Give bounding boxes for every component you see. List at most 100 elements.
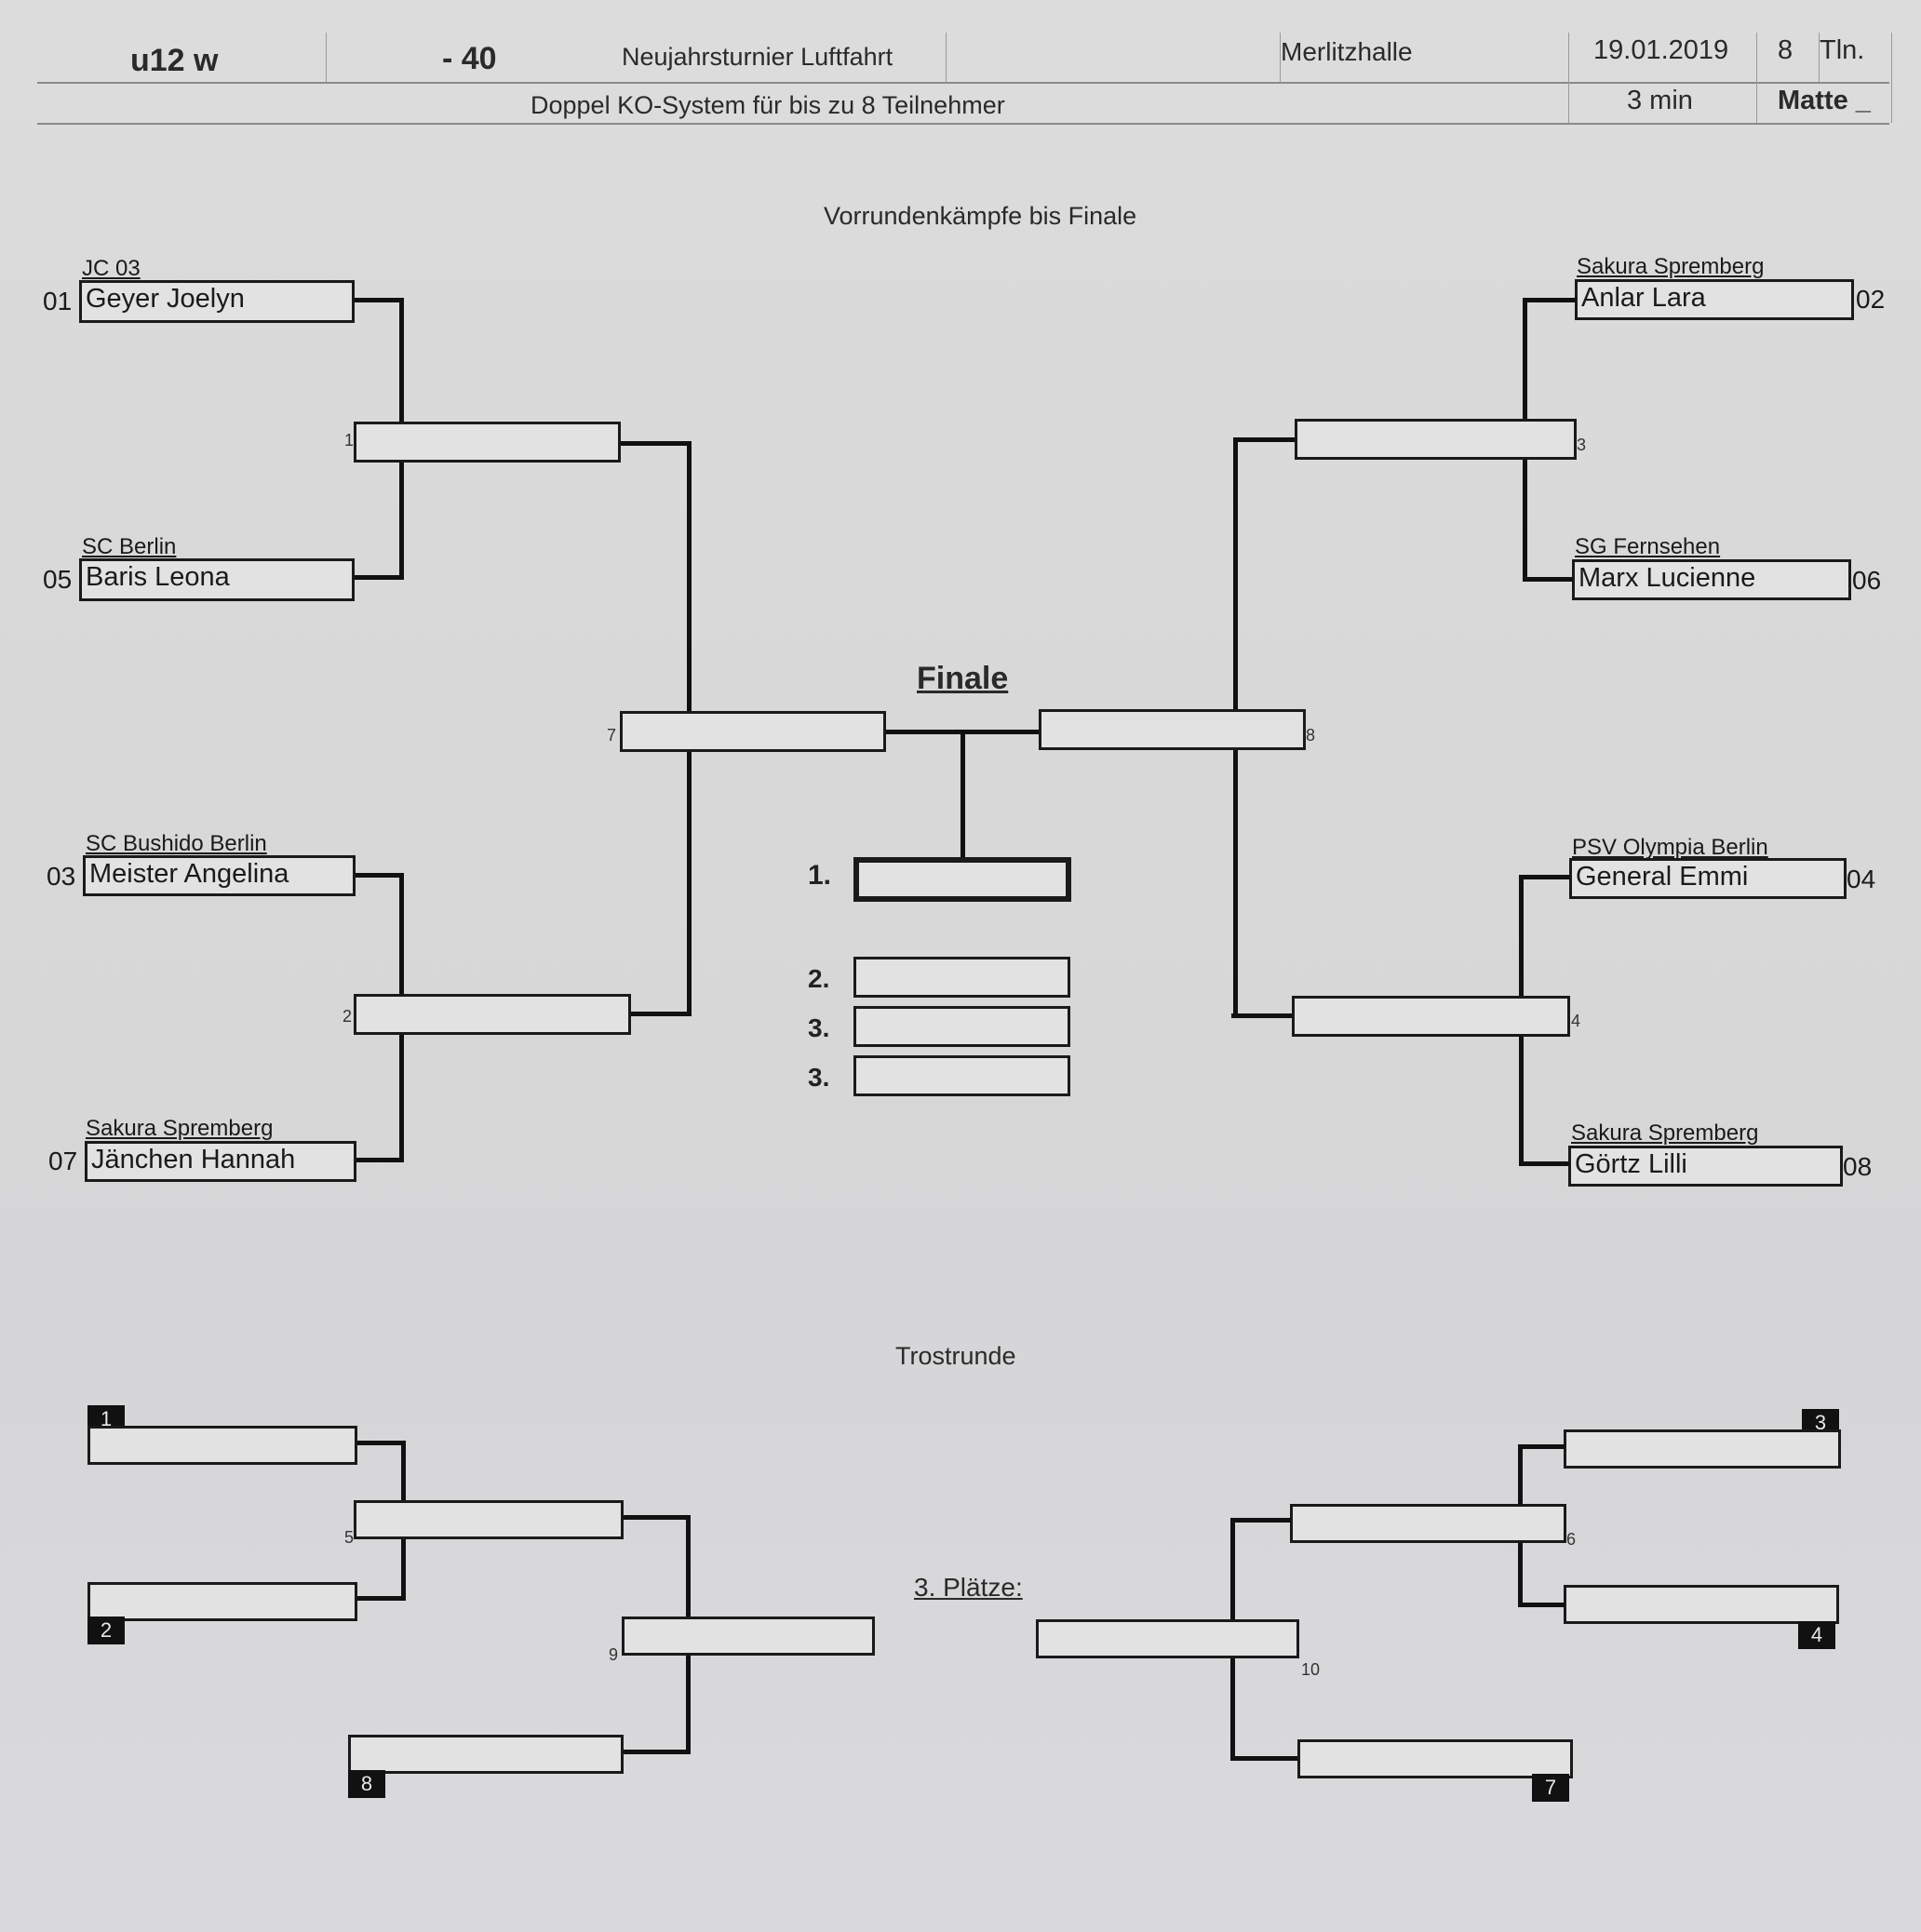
bracket-line bbox=[1518, 1444, 1565, 1449]
match-number: 9 bbox=[609, 1645, 619, 1664]
competitor-seed: 05 bbox=[43, 565, 73, 594]
weight-class: - 40 bbox=[442, 41, 497, 76]
competitor-seed: 02 bbox=[1856, 285, 1886, 314]
loser-badge: 2 bbox=[87, 1617, 125, 1644]
first-place-slot[interactable] bbox=[853, 857, 1071, 902]
competitor-club: Sakura Spremberg bbox=[1577, 254, 1765, 279]
competitor-club: SG Fernsehen bbox=[1575, 534, 1721, 559]
placing-label: 1. bbox=[808, 860, 832, 891]
date: 19.01.2019 bbox=[1593, 35, 1729, 65]
match-number: 7 bbox=[607, 726, 617, 745]
header-divider bbox=[1568, 33, 1569, 123]
second-place-slot[interactable] bbox=[853, 957, 1070, 998]
bracket-line bbox=[1523, 298, 1576, 302]
repechage-slot[interactable] bbox=[1564, 1585, 1839, 1624]
competitor-club: Sakura Spremberg bbox=[1571, 1120, 1759, 1146]
participants-label: Tln. bbox=[1820, 35, 1865, 65]
final-title: Finale bbox=[917, 661, 1009, 696]
repechage-slot[interactable] bbox=[87, 1426, 357, 1465]
competitor-seed: 07 bbox=[48, 1147, 78, 1175]
match-number: 4 bbox=[1571, 1012, 1581, 1030]
match-6-winner-slot[interactable] bbox=[1290, 1504, 1566, 1543]
match-7-winner-slot[interactable] bbox=[620, 711, 886, 752]
competitor-slot[interactable]: Baris Leona bbox=[79, 558, 355, 601]
match-number: 1 bbox=[344, 431, 355, 449]
match-9-winner-slot[interactable] bbox=[622, 1617, 875, 1656]
match-number: 3 bbox=[1577, 436, 1587, 454]
bracket-line bbox=[1236, 437, 1295, 442]
bracket-line bbox=[355, 575, 403, 580]
age-class: u12 w bbox=[130, 43, 219, 78]
match-10-winner-slot[interactable] bbox=[1036, 1619, 1299, 1658]
match-4-winner-slot[interactable] bbox=[1292, 996, 1570, 1037]
third-place-slot[interactable] bbox=[853, 1006, 1070, 1047]
competitor-seed: 03 bbox=[47, 862, 76, 891]
bracket-line bbox=[624, 1515, 691, 1520]
competitor-slot[interactable]: General Emmi bbox=[1569, 858, 1847, 899]
header-divider bbox=[1756, 33, 1757, 123]
competitor-club: SC Berlin bbox=[82, 534, 177, 559]
loser-badge: 4 bbox=[1798, 1621, 1835, 1649]
match-1-winner-slot[interactable] bbox=[354, 422, 621, 463]
competitor-slot[interactable]: Anlar Lara bbox=[1575, 279, 1854, 320]
main-bracket-title: Vorrundenkämpfe bis Finale bbox=[824, 202, 1137, 230]
bracket-line bbox=[960, 730, 965, 860]
competitor-slot[interactable]: Görtz Lilli bbox=[1568, 1146, 1843, 1187]
repechage-slot[interactable] bbox=[1564, 1429, 1841, 1469]
match-2-winner-slot[interactable] bbox=[354, 994, 631, 1035]
competitor-seed: 04 bbox=[1847, 865, 1876, 893]
venue: Merlitzhalle bbox=[1281, 37, 1413, 66]
header-rule-top bbox=[37, 82, 1889, 84]
bracket-line bbox=[1230, 1756, 1297, 1761]
mat-number: Matte _ bbox=[1778, 86, 1871, 115]
third-place-slot[interactable] bbox=[853, 1055, 1070, 1096]
competitor-slot[interactable]: Geyer Joelyn bbox=[79, 280, 355, 323]
match-number: 2 bbox=[343, 1007, 353, 1026]
repechage-slot[interactable] bbox=[348, 1735, 624, 1774]
tournament-name: Neujahrsturnier Luftfahrt bbox=[622, 43, 893, 71]
bracket-line bbox=[1519, 875, 1570, 879]
participants-count: 8 bbox=[1778, 35, 1793, 65]
bracket-line bbox=[1519, 1161, 1569, 1166]
match-8-winner-slot[interactable] bbox=[1039, 709, 1306, 750]
header-divider bbox=[946, 33, 947, 82]
match-number: 6 bbox=[1566, 1530, 1577, 1549]
repechage-slot[interactable] bbox=[1297, 1739, 1573, 1778]
bracket-line bbox=[356, 873, 404, 878]
bracket-line bbox=[1231, 1013, 1292, 1018]
bracket-line bbox=[1523, 577, 1573, 582]
match-3-winner-slot[interactable] bbox=[1295, 419, 1577, 460]
repechage-slot[interactable] bbox=[87, 1582, 357, 1621]
header-divider bbox=[326, 33, 327, 82]
competitor-club: PSV Olympia Berlin bbox=[1572, 835, 1768, 860]
bracket-line bbox=[624, 1750, 691, 1754]
loser-badge: 7 bbox=[1532, 1774, 1569, 1802]
bracket-line bbox=[357, 1596, 406, 1601]
competitor-slot[interactable]: Jänchen Hannah bbox=[85, 1141, 356, 1182]
competitor-seed: 08 bbox=[1843, 1152, 1873, 1181]
match-number: 5 bbox=[344, 1528, 355, 1547]
placing-label: 2. bbox=[808, 964, 830, 993]
bracket-line bbox=[1518, 1603, 1565, 1607]
system-description: Doppel KO-System für bis zu 8 Teilnehmer bbox=[531, 91, 1005, 119]
header-rule-bottom bbox=[37, 123, 1889, 125]
competitor-club: SC Bushido Berlin bbox=[86, 831, 267, 856]
bracket-line bbox=[631, 1012, 692, 1016]
third-places-label: 3. Plätze: bbox=[914, 1573, 1023, 1602]
bracket-line bbox=[357, 1441, 406, 1445]
match-number: 10 bbox=[1301, 1660, 1321, 1679]
match-duration: 3 min bbox=[1627, 86, 1693, 115]
loser-badge: 8 bbox=[348, 1770, 385, 1798]
competitor-slot[interactable]: Marx Lucienne bbox=[1572, 559, 1851, 600]
header-divider bbox=[1891, 33, 1892, 123]
bracket-line bbox=[356, 1158, 404, 1162]
repechage-title: Trostrunde bbox=[895, 1342, 1016, 1370]
match-5-winner-slot[interactable] bbox=[354, 1500, 624, 1539]
placing-label: 3. bbox=[808, 1013, 830, 1042]
competitor-club: JC 03 bbox=[82, 256, 141, 281]
header-divider bbox=[1819, 33, 1820, 82]
competitor-seed: 06 bbox=[1852, 566, 1882, 595]
placing-label: 3. bbox=[808, 1063, 830, 1092]
match-number: 8 bbox=[1306, 726, 1316, 745]
competitor-slot[interactable]: Meister Angelina bbox=[83, 855, 356, 896]
